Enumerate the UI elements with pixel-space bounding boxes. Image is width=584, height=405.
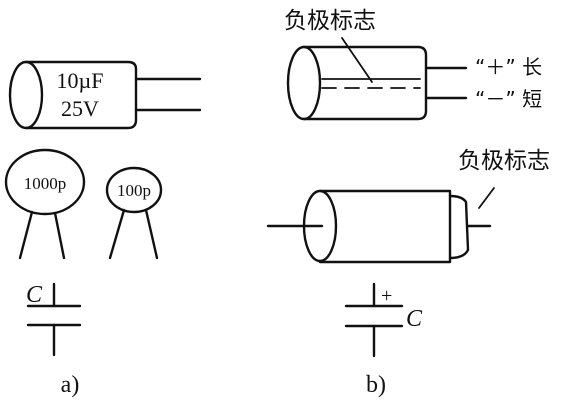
caption-a: a) [61, 372, 80, 398]
capacitor-symbol-a [26, 282, 82, 357]
symbol-c-label-a: C [26, 282, 43, 308]
negative-marker-label-top: 负极标志 [284, 8, 376, 34]
voltage-label: 25V [61, 96, 99, 121]
axial-capacitor [266, 187, 495, 264]
ceramic-100p-label: 100p [117, 181, 151, 200]
symbol-plus-label: + [381, 285, 392, 307]
minus-lead-label: “－” 短 [475, 87, 542, 111]
ceramic-capacitor-100p [105, 166, 163, 260]
ceramic-capacitor-1000p [4, 148, 86, 260]
electrolytic-capacitor-b [286, 37, 468, 121]
negative-marker-label-axial: 负极标志 [458, 148, 550, 174]
plus-lead-label: “＋” 长 [475, 55, 542, 79]
caption-b: b) [366, 372, 386, 398]
negative-stripe-mark [321, 78, 421, 89]
ceramic-1000p-label: 1000p [24, 174, 67, 193]
electrolytic-capacitor-a [8, 60, 202, 130]
symbol-c-label-b: C [406, 306, 423, 332]
capacitor-symbol-b [344, 282, 404, 358]
capacitance-label: 10µF [57, 68, 104, 93]
